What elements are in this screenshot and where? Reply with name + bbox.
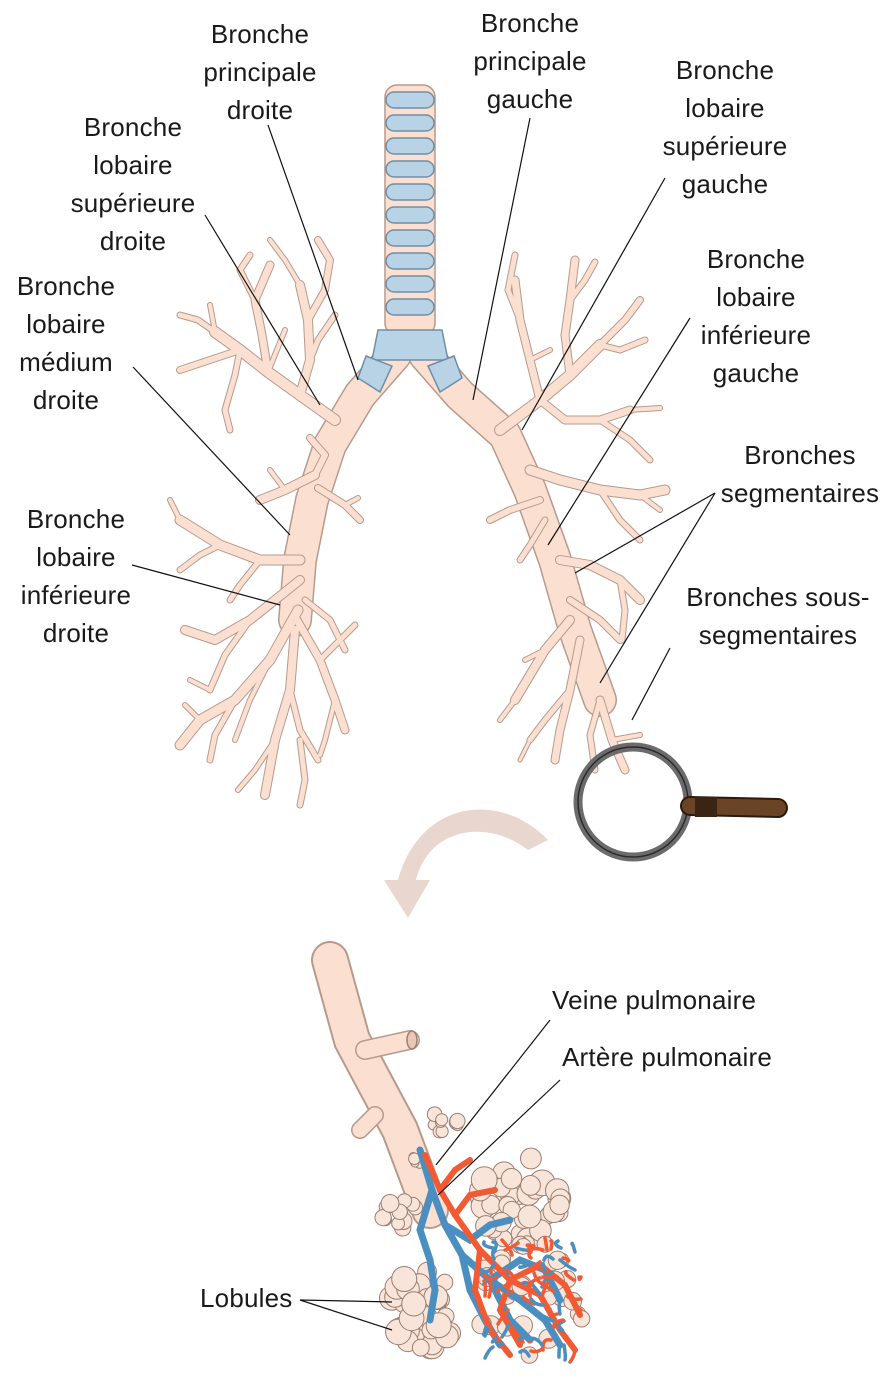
pulmonary-artery-branch (440, 1160, 470, 1190)
bronchus-fill (270, 240, 300, 285)
bronchus-fill (270, 470, 285, 490)
capillary (520, 1266, 526, 1267)
bronchus-fill (500, 700, 515, 720)
pulmonary-vein-branch (430, 1290, 435, 1320)
bronchus-fill (230, 560, 260, 600)
label-veine-pulmonaire: Veine pulmonaire (552, 981, 792, 1019)
capillary (556, 1241, 561, 1248)
capillary (572, 1243, 575, 1252)
capillary (549, 1309, 557, 1315)
trachea (385, 85, 435, 335)
label-bronche-principale-gauche: Bronche principale gauche (470, 4, 590, 118)
capillary (559, 1299, 561, 1314)
label-bronches-sous-segmentaires: Bronches sous- segmentaires (668, 578, 888, 654)
alveolar-sac (375, 1194, 423, 1236)
label-bronches-segmentaires: Bronches segmentaires (712, 436, 888, 512)
alveolar-sac (380, 1262, 461, 1359)
label-bronche-lobaire-inferieure-droite: Bronche lobaire inférieure droite (6, 500, 146, 652)
capillary (527, 1245, 534, 1246)
capillary (545, 1238, 547, 1250)
trachea-ring (386, 299, 434, 315)
label-lobules: Lobules (200, 1279, 310, 1317)
bronchus-fill (320, 700, 335, 755)
trachea-ring (386, 161, 434, 177)
bronchus-fill (268, 330, 285, 372)
bronchus-fill (520, 740, 530, 760)
detail-view (330, 960, 590, 1363)
bronchus-fill (180, 350, 240, 370)
capillary (489, 1282, 491, 1297)
trachea-ring (386, 115, 434, 131)
capillary (485, 1347, 493, 1358)
label-bronche-lobaire-superieure-droite: Bronche lobaire supérieure droite (58, 108, 208, 260)
capillary (529, 1252, 531, 1258)
capillary (579, 1277, 581, 1280)
capillary (497, 1343, 503, 1345)
trachea-ring (386, 184, 434, 200)
trachea-ring (386, 230, 434, 246)
trachea-ring (386, 253, 434, 269)
label-bronche-lobaire-superieure-gauche: Bronche lobaire supérieure gauche (650, 51, 800, 203)
capillary (551, 1241, 552, 1249)
alveolar-sac (427, 1107, 465, 1138)
capillary (529, 1249, 543, 1250)
magnifier (578, 747, 778, 857)
bronchus-fill (630, 408, 660, 410)
bronchus-fill (190, 680, 210, 690)
label-artere-pulmonaire: Artère pulmonaire (562, 1038, 802, 1076)
bronchus-fill (565, 260, 575, 375)
trachea-ring (386, 276, 434, 292)
label-bronche-principale-droite: Bronche principale droite (200, 15, 320, 129)
bronchus-fill (180, 545, 220, 570)
trachea-ring (386, 92, 434, 108)
zoom-arrow (384, 809, 548, 918)
capillary (484, 1281, 485, 1296)
bronchus-fill (170, 500, 180, 520)
capillary (485, 1330, 488, 1336)
label-bronche-lobaire-medium-droite: Bronche lobaire médium droite (2, 267, 130, 419)
bronchus-fill (185, 705, 200, 720)
bronchial-tree (170, 85, 665, 805)
bronchus-fill (612, 735, 640, 740)
bronchus-fill (515, 280, 540, 400)
capillary (560, 1328, 563, 1331)
trachea-ring (386, 138, 434, 154)
capillary (564, 1345, 565, 1360)
trachea-ring (386, 207, 434, 223)
capillary (529, 1283, 530, 1296)
bronchus-fill (600, 300, 640, 345)
capillary (493, 1251, 494, 1259)
capillary (559, 1346, 560, 1357)
label-bronche-lobaire-inferieure-gauche: Bronche lobaire inférieure gauche (686, 240, 826, 392)
